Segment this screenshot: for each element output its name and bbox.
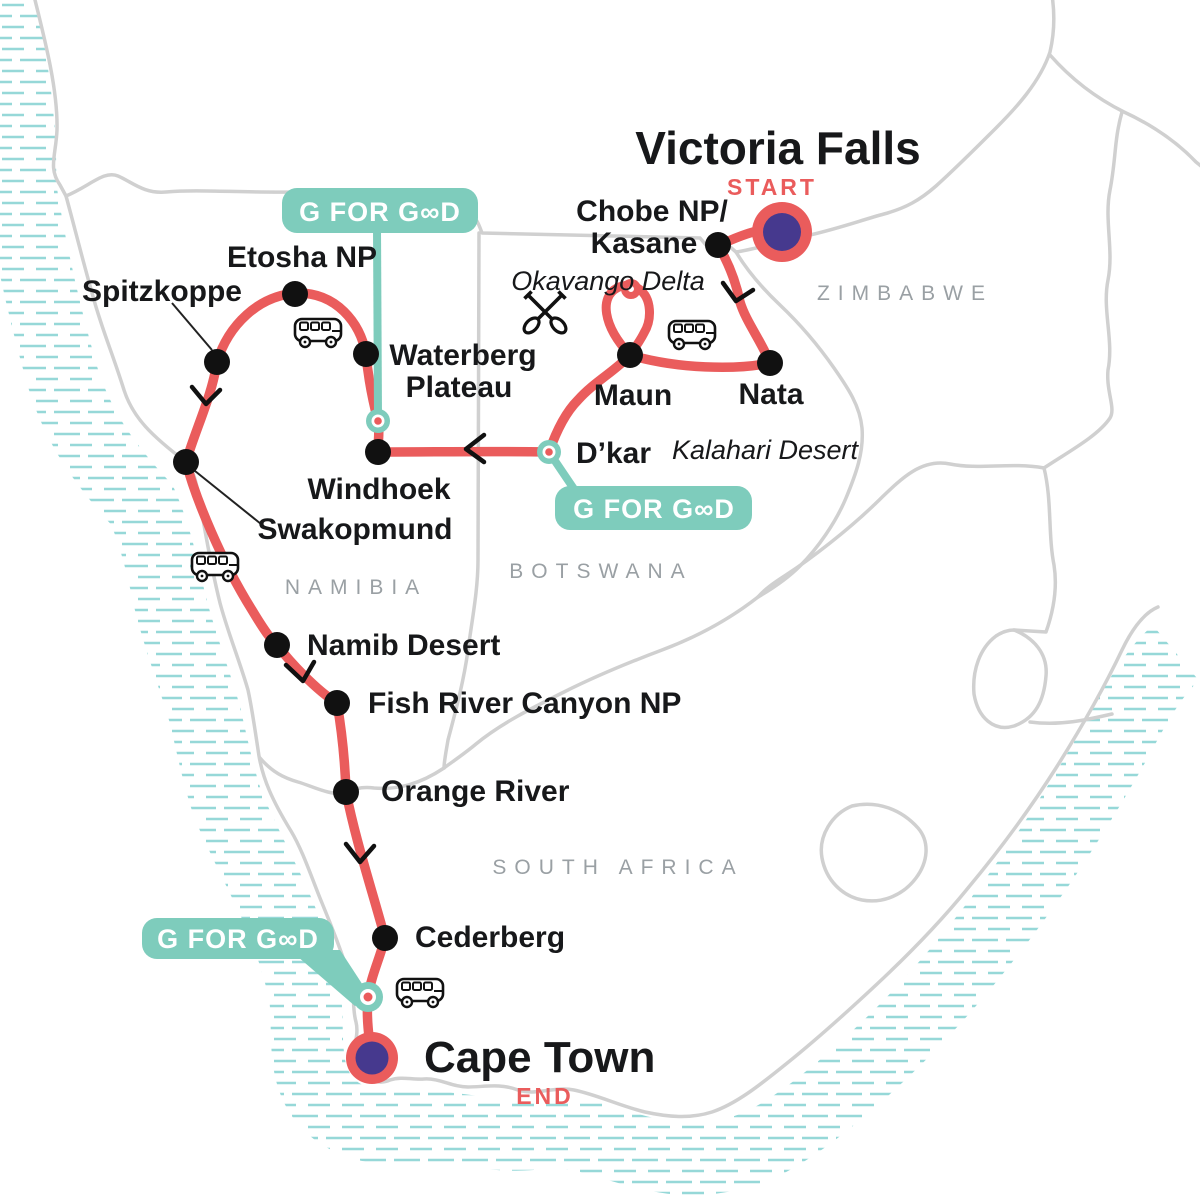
border-eswatini (971, 628, 1048, 730)
stop-dot-cederberg (372, 925, 398, 951)
stop-label-orange-river: Orange River (381, 775, 570, 808)
country-label-namibia: NAMIBIA (285, 576, 427, 599)
okavango-loop-knob (621, 279, 641, 299)
g-for-good-badges: G FOR G∞D G FOR G∞D G FOR G∞D (142, 188, 752, 959)
tour-route-line (181, 224, 787, 1063)
stop-label-fish-river: Fish River Canyon NP (368, 687, 681, 720)
g-marker-dkar (537, 440, 561, 464)
border-lesotho (819, 802, 928, 903)
bus-icon (667, 319, 717, 351)
stop-label-swakopmund: Swakopmund (257, 513, 452, 546)
stop-label-nata: Nata (738, 378, 803, 411)
stop-dot-nata (757, 350, 783, 376)
start-tag: START (727, 174, 817, 200)
stop-dot-fish-river (324, 690, 350, 716)
stop-label-windhoek: Windhoek (307, 473, 450, 506)
arrow-kasane-nata (720, 280, 756, 304)
stop-label-spitzkoppe: Spitzkoppe (82, 275, 242, 308)
stop-dot-namib (264, 632, 290, 658)
stop-labels: Victoria Falls START Chobe NP/ Kasane Na… (82, 122, 921, 1109)
arrow-spitzkoppe-swakopmund (189, 384, 223, 407)
stop-label-waterberg-line1: Waterberg (389, 339, 536, 372)
stop-label-namib: Namib Desert (307, 629, 500, 662)
stop-dot-spitzkoppe (204, 349, 230, 375)
leader-spitzkoppe (171, 302, 213, 351)
stop-dot-etosha (282, 281, 308, 307)
badge-label: G FOR G∞D (157, 924, 319, 954)
country-labels: ZIMBABWE BOTSWANA NAMIBIA SOUTH AFRICA (285, 282, 993, 879)
arrow-orange-cederberg (343, 841, 377, 865)
badge-label: G FOR G∞D (573, 494, 735, 524)
border-namibia-botswana (442, 231, 481, 770)
stop-label-chobe-line1: Chobe NP/ (576, 195, 728, 228)
arrow-namib-fishriver (283, 659, 317, 684)
start-marker (752, 202, 812, 262)
end-city-label: Cape Town (424, 1033, 655, 1082)
border-eswatini-coast (1028, 712, 1114, 726)
g-for-good-badge-waterberg: G FOR G∞D (282, 188, 478, 233)
stop-label-chobe-line2: Kasane (591, 227, 698, 260)
region-labels: Okavango Delta Kalahari Desert (511, 266, 859, 465)
stop-dot-windhoek (365, 439, 391, 465)
stop-label-dkar: D’kar (576, 437, 651, 470)
g-marker-cederberg-south (353, 982, 383, 1012)
region-label-okavango: Okavango Delta (511, 266, 705, 296)
bus-icon (395, 977, 445, 1009)
g-for-good-markers (353, 409, 561, 1012)
country-label-botswana: BOTSWANA (509, 560, 692, 583)
g-for-good-badge-cape: G FOR G∞D (142, 918, 334, 959)
g-marker-windhoek (366, 409, 390, 433)
stop-dot-maun (617, 342, 643, 368)
paddles-icon (519, 289, 571, 338)
bus-icon (293, 317, 343, 349)
end-marker (346, 1032, 398, 1084)
border-zambia-northeast (1048, 53, 1200, 168)
arrow-dkar-windhoek (463, 432, 487, 465)
border-southafrica-mozambique (1012, 466, 1058, 634)
region-label-kalahari: Kalahari Desert (672, 435, 860, 465)
stop-label-maun: Maun (594, 379, 672, 412)
border-zimbabwe-mozambique (1042, 110, 1124, 470)
stop-dots (173, 232, 783, 951)
border-southafrica-botswana-orange (258, 595, 760, 796)
leader-swakopmund (194, 470, 262, 525)
stop-label-cederberg: Cederberg (415, 921, 565, 954)
stop-dot-swakopmund (173, 449, 199, 475)
end-tag: END (516, 1083, 574, 1109)
country-label-south-africa: SOUTH AFRICA (492, 856, 743, 879)
start-city-label: Victoria Falls (635, 122, 921, 174)
label-leader-lines (171, 302, 262, 525)
g-for-good-badge-dkar: G FOR G∞D (555, 486, 752, 530)
stop-dot-waterberg (353, 341, 379, 367)
stop-dot-orange-river (333, 779, 359, 805)
border-botswana-zimbabwe (734, 250, 865, 599)
stop-label-etosha: Etosha NP (227, 241, 377, 274)
country-borders (33, 0, 1200, 1119)
route-direction-arrows (189, 280, 756, 865)
border-limpopo (756, 461, 1046, 599)
stop-label-waterberg-line2: Plateau (406, 371, 513, 404)
badge-label: G FOR G∞D (299, 197, 461, 227)
country-label-zimbabwe: ZIMBABWE (817, 282, 993, 305)
stop-dot-kasane (705, 232, 731, 258)
